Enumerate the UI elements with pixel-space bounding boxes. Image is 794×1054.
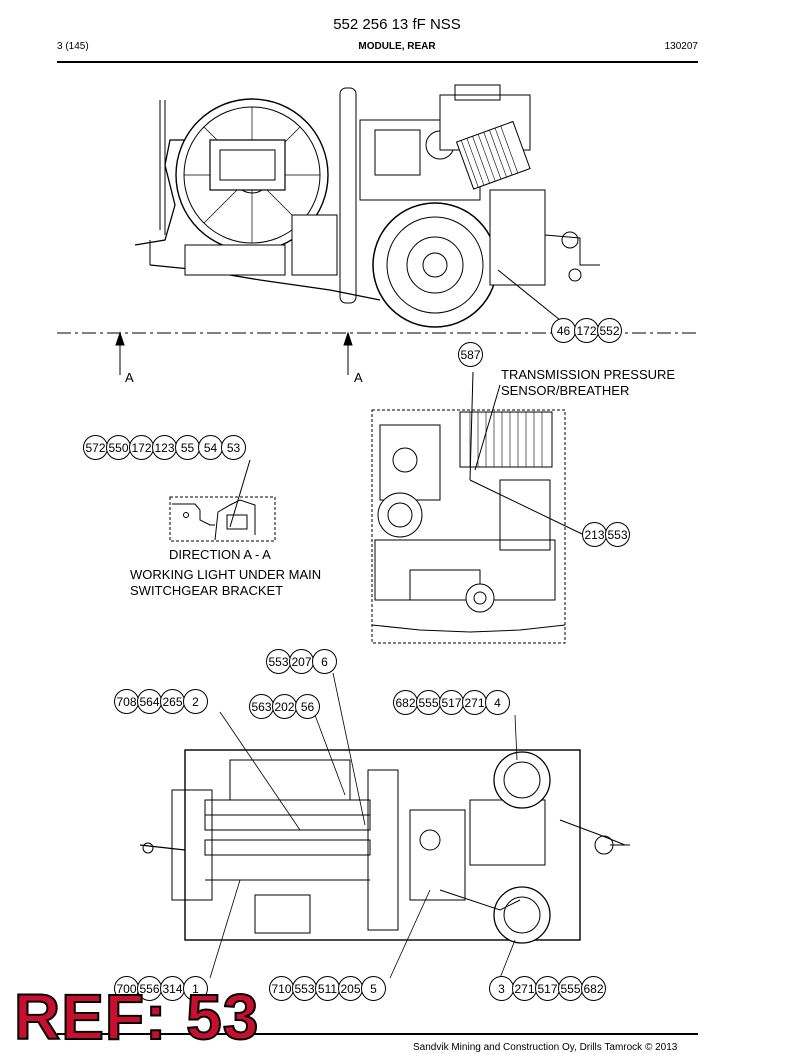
callout-number: 265 [160, 689, 185, 714]
callout-number: 564 [137, 689, 162, 714]
callout-number: 202 [272, 694, 297, 719]
callout-number: 207 [289, 649, 314, 674]
direction-label: DIRECTION A - A [169, 547, 271, 562]
callout-number: 56 [295, 694, 320, 719]
callout-number: 123 [152, 435, 177, 460]
callout-number: 511 [315, 976, 340, 1001]
ref-stamp: REF: 53 [13, 980, 260, 1054]
callout-number: 517 [535, 976, 560, 1001]
section-label-a-right: A [354, 370, 363, 385]
callout-number: 4 [485, 690, 510, 715]
callout-number: 553 [605, 522, 630, 547]
callout-group: 710 553 511 205 5 [269, 976, 386, 1001]
footer-copyright: Sandvik Mining and Construction Oy, Dril… [413, 1042, 678, 1053]
working-light-label-line1: WORKING LIGHT UNDER MAIN [130, 567, 322, 582]
callout-number: 553 [292, 976, 317, 1001]
callout-group: 3 271 517 555 682 [489, 976, 606, 1001]
callout-number: 172 [574, 318, 599, 343]
callout-number: 682 [581, 976, 606, 1001]
callout-number: 5 [361, 976, 386, 1001]
callout-number: 2 [183, 689, 208, 714]
leader-lines [209, 672, 518, 979]
callout-number: 54 [198, 435, 223, 460]
callout-group: 213 553 [582, 522, 630, 547]
document-date: 130207 [664, 41, 698, 52]
footer-rule [57, 1033, 698, 1035]
callout-number: 53 [221, 435, 246, 460]
callout-number: 213 [582, 522, 607, 547]
header-rule [57, 61, 698, 63]
callout-number: 271 [462, 690, 487, 715]
callout-group: 572 550 172 123 55 54 53 [83, 435, 246, 460]
callout-number: 205 [338, 976, 363, 1001]
callout-number: 517 [439, 690, 464, 715]
callout-number: 708 [114, 689, 139, 714]
callout-number: 3 [489, 976, 514, 1001]
callout-number: 555 [558, 976, 583, 1001]
callout-number: 314 [160, 976, 185, 1001]
callout-group: 587 [458, 342, 483, 367]
side-view-drawing [134, 84, 600, 328]
callout-number: 700 [114, 976, 139, 1001]
callout-number: 556 [137, 976, 162, 1001]
callout-group: 682 555 517 271 4 [393, 690, 510, 715]
callout-number: 46 [551, 318, 576, 343]
callout-number: 555 [416, 690, 441, 715]
callout-group: 700 556 314 1 [114, 976, 208, 1001]
page-title: 552 256 13 fF NSS [333, 16, 461, 33]
direction-detail-drawing [169, 459, 276, 542]
callout-group: 563 202 56 [249, 694, 320, 719]
callout-number: 710 [269, 976, 294, 1001]
section-label-a-left: A [125, 370, 134, 385]
section-title: MODULE, REAR [358, 41, 436, 52]
callout-group: 553 207 6 [266, 649, 337, 674]
transmission-label-line1: TRANSMISSION PRESSURE [501, 367, 676, 382]
transmission-detail-drawing [371, 371, 583, 644]
callout-number: 553 [266, 649, 291, 674]
callout-number: 271 [512, 976, 537, 1001]
callout-number: 6 [312, 649, 337, 674]
callout-number: 55 [175, 435, 200, 460]
callout-group: 46 172 552 [551, 318, 622, 343]
callout-number: 1 [183, 976, 208, 1001]
transmission-label-line2: SENSOR/BREATHER [501, 383, 630, 398]
callout-number: 552 [597, 318, 622, 343]
top-view-drawing [139, 749, 630, 944]
callout-number: 172 [129, 435, 154, 460]
callout-number: 682 [393, 690, 418, 715]
callout-number: 587 [458, 342, 483, 367]
callout-number: 563 [249, 694, 274, 719]
callout-number: 572 [83, 435, 108, 460]
working-light-label-line2: SWITCHGEAR BRACKET [130, 583, 284, 598]
callout-number: 550 [106, 435, 131, 460]
callout-group: 708 564 265 2 [114, 689, 208, 714]
page-number: 3 (145) [57, 41, 89, 52]
